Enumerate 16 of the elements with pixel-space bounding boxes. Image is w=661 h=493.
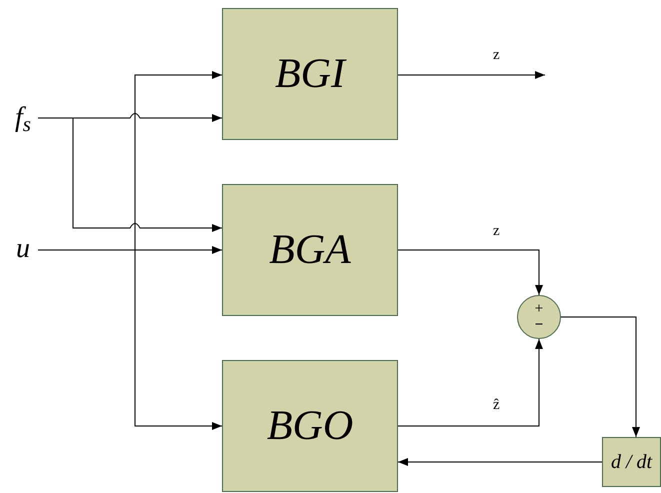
signal-label: f$_{s}$ (8, 102, 38, 134)
sign-label: + (534, 301, 544, 317)
block-box: BGO (222, 360, 398, 492)
arrow (38, 118, 222, 232)
arrow (398, 458, 602, 466)
block-box: d / dt (602, 437, 661, 487)
arrow (398, 338, 543, 426)
block-box: BGA (222, 184, 398, 316)
arrow (398, 71, 546, 79)
arrow (398, 250, 543, 296)
arrow (560, 316, 640, 438)
block-box: BGI (222, 8, 398, 140)
summing-junction (517, 295, 561, 339)
arrow (38, 250, 222, 430)
signal-label: u (8, 234, 38, 264)
sign-label: − (534, 317, 544, 333)
